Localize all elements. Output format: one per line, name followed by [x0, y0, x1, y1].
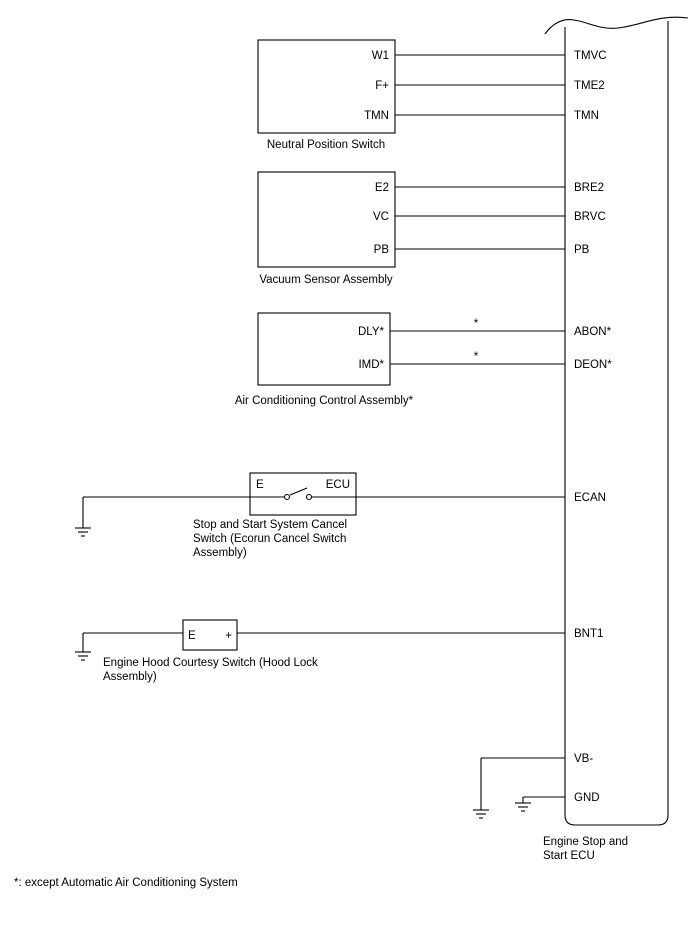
pin-imd: IMD*: [358, 359, 384, 371]
neutral-position-switch-box: [257, 39, 396, 134]
pin-plus: +: [225, 630, 232, 642]
ecu-caption-line1: Engine Stop and: [543, 836, 628, 848]
vacuum-sensor-assembly-box: [257, 171, 396, 268]
pin-tmn: TMN: [364, 110, 389, 122]
pin-e: E: [256, 479, 264, 491]
vacuum-sensor-caption: Vacuum Sensor Assembly: [259, 274, 393, 286]
cancel-switch-box: [249, 472, 357, 516]
ecu-break-wave: [544, 16, 688, 35]
pin-vc: VC: [373, 211, 389, 223]
cancel-switch-caption-line2: Switch (Ecorun Cancel Switch: [193, 533, 346, 545]
pin-f-plus: F+: [375, 80, 389, 92]
cancel-switch-caption-line3: Assembly): [193, 547, 247, 559]
switch-contact-right: [305, 493, 313, 501]
wire-asterisk-1: *: [474, 318, 479, 330]
ground-symbol: [515, 802, 531, 812]
pin-dly: DLY*: [358, 326, 385, 338]
ac-control-caption: Air Conditioning Control Assembly*: [235, 395, 414, 407]
ecu-caption-line2: Start ECU: [543, 850, 595, 862]
ecu-pin-ecan: ECAN: [574, 492, 606, 504]
cancel-switch-labels: E ECU Stop and Start System Cancel Switc…: [193, 479, 350, 559]
ecu-outline: [564, 21, 669, 826]
vacuum-sensor-labels: E2 VC PB Vacuum Sensor Assembly: [259, 182, 393, 286]
pin-e: E: [188, 630, 196, 642]
ecu-pin-bre2: BRE2: [574, 182, 604, 194]
switch-arm: [289, 487, 308, 496]
wires: [82, 54, 565, 810]
ground-symbol: [473, 809, 489, 819]
ecu-pin-tmn: TMN: [574, 110, 599, 122]
ac-control-labels: DLY* IMD* * * Air Conditioning Control A…: [235, 318, 479, 407]
pin-ecu: ECU: [326, 479, 350, 491]
ecu-pin-brvc: BRVC: [574, 211, 606, 223]
ecu-pin-bnt1: BNT1: [574, 628, 603, 640]
ecu-pin-gnd: GND: [574, 792, 600, 804]
footnote: *: except Automatic Air Conditioning Sys…: [14, 877, 238, 889]
pin-pb: PB: [374, 244, 390, 256]
hood-switch-caption-line1: Engine Hood Courtesy Switch (Hood Lock: [103, 657, 318, 669]
neutral-position-switch-labels: W1 F+ TMN Neutral Position Switch: [267, 50, 389, 151]
pin-e2: E2: [375, 182, 389, 194]
hood-switch-caption-line2: Assembly): [103, 671, 157, 683]
ecu-pin-pb: PB: [574, 244, 590, 256]
hood-switch-labels: E + Engine Hood Courtesy Switch (Hood Lo…: [103, 630, 318, 683]
ecu-pin-abon: ABON*: [574, 326, 612, 338]
wire-asterisk-2: *: [474, 351, 479, 363]
ac-control-assembly-box: [257, 312, 391, 386]
ecu-box: [544, 16, 688, 826]
ecu-pin-deon: DEON*: [574, 359, 612, 371]
hood-courtesy-switch-box: [182, 619, 238, 651]
ecu-pin-tme2: TME2: [574, 80, 605, 92]
ecu-pin-vb-minus: VB-: [574, 753, 593, 765]
cancel-switch-caption-line1: Stop and Start System Cancel: [193, 519, 347, 531]
ecu-pin-tmvc: TMVC: [574, 50, 607, 62]
cancel-switch-contact-symbol: [250, 487, 356, 501]
ground-symbol: [75, 527, 91, 537]
switch-contact-left: [283, 493, 291, 501]
ecu-pin-labels: TMVC TME2 TMN BRE2 BRVC PB ABON* DEON* E…: [574, 50, 612, 804]
ground-symbol: [75, 651, 91, 661]
pin-w1: W1: [372, 50, 389, 62]
neutral-position-switch-caption: Neutral Position Switch: [267, 139, 385, 151]
ecu-caption: Engine Stop and Start ECU: [543, 836, 628, 862]
